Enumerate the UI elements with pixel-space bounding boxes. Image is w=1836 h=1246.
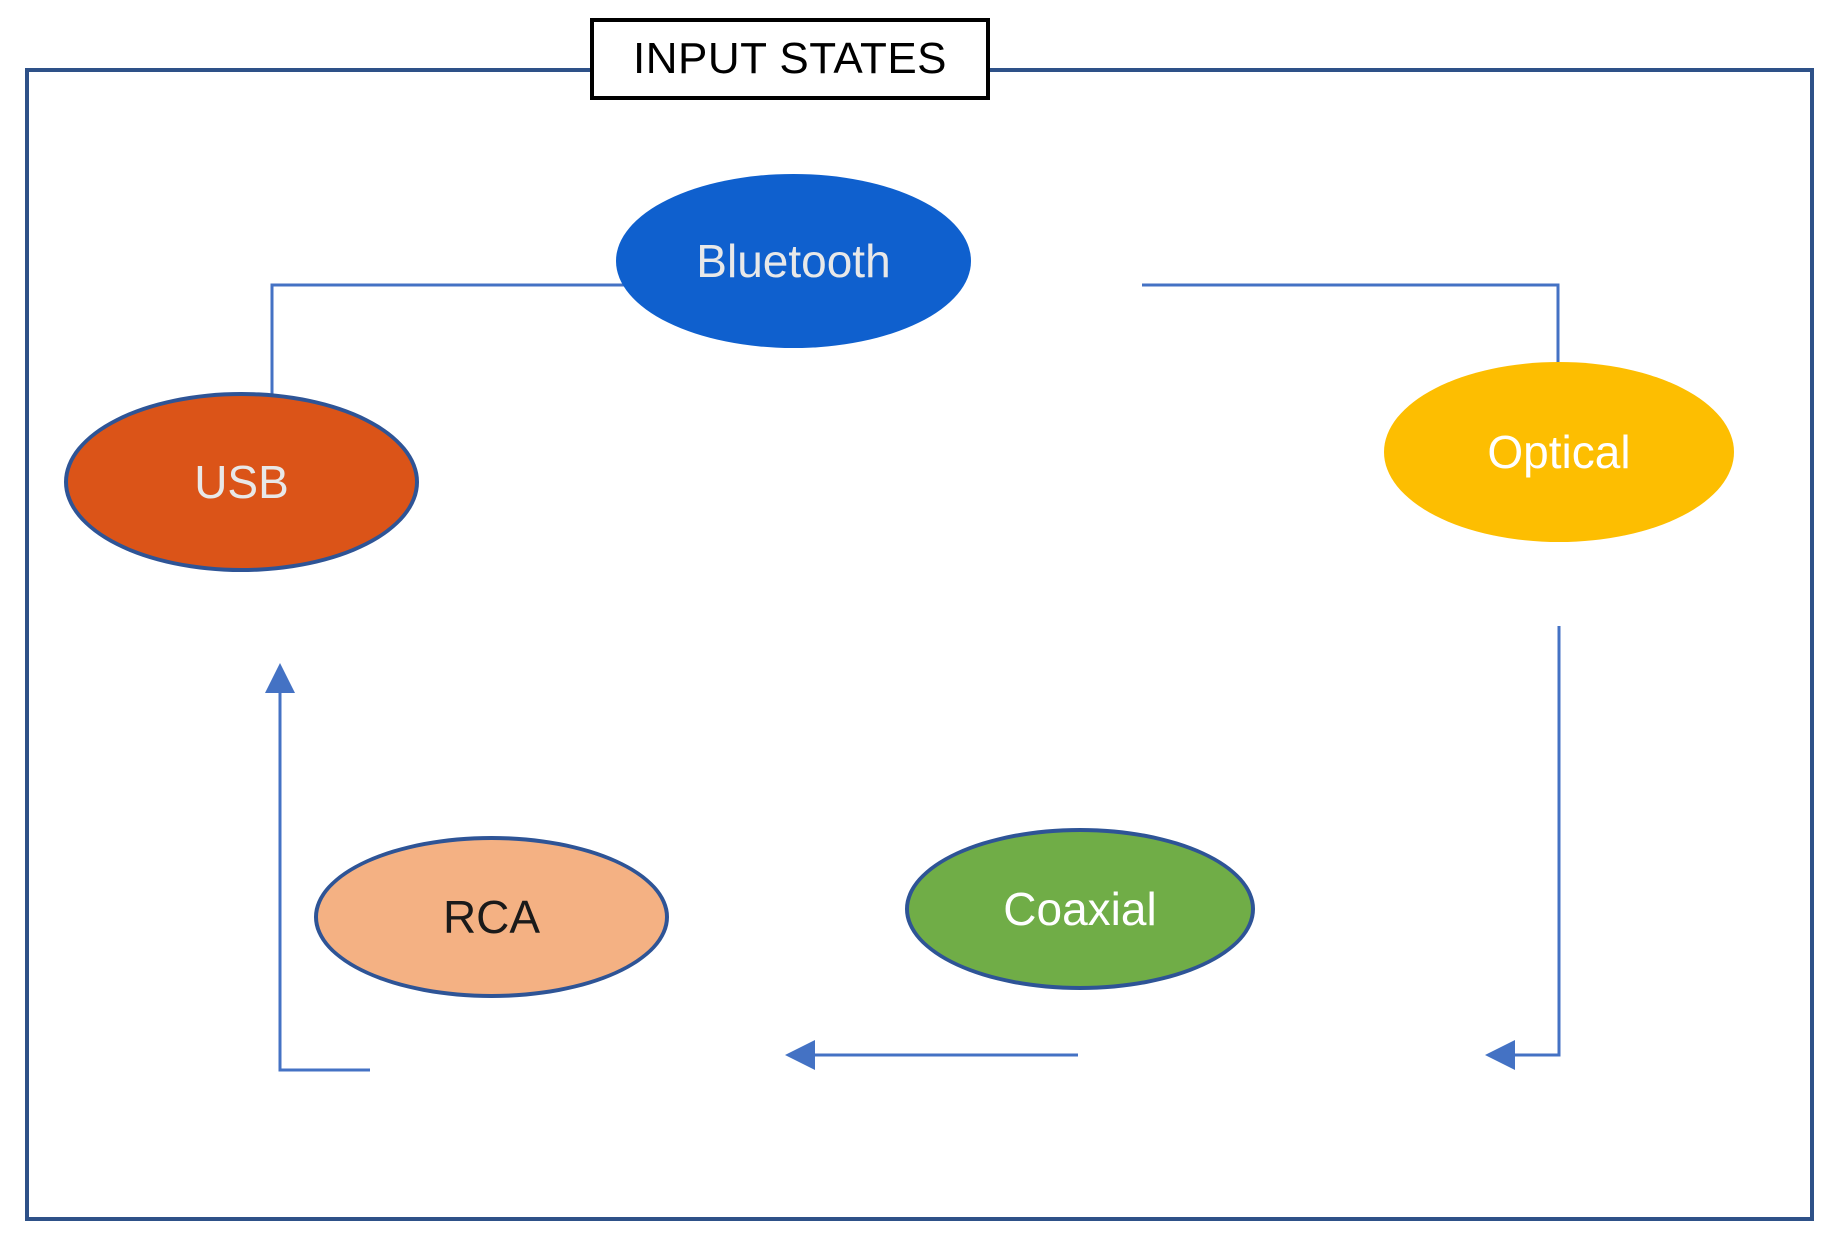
diagram-title-box: INPUT STATES [590, 18, 990, 100]
node-usb[interactable]: USB [64, 392, 419, 572]
node-bluetooth[interactable]: Bluetooth [616, 174, 971, 348]
node-bluetooth-label: Bluetooth [696, 235, 891, 287]
node-coaxial[interactable]: Coaxial [905, 828, 1255, 990]
node-optical-label: Optical [1487, 426, 1631, 478]
page-title: INPUT STATES [632, 34, 948, 83]
node-coaxial-label: Coaxial [1003, 883, 1157, 935]
node-rca[interactable]: RCA [314, 836, 669, 998]
node-optical[interactable]: Optical [1384, 362, 1734, 542]
node-usb-label: USB [194, 456, 289, 508]
node-rca-label: RCA [442, 891, 541, 943]
